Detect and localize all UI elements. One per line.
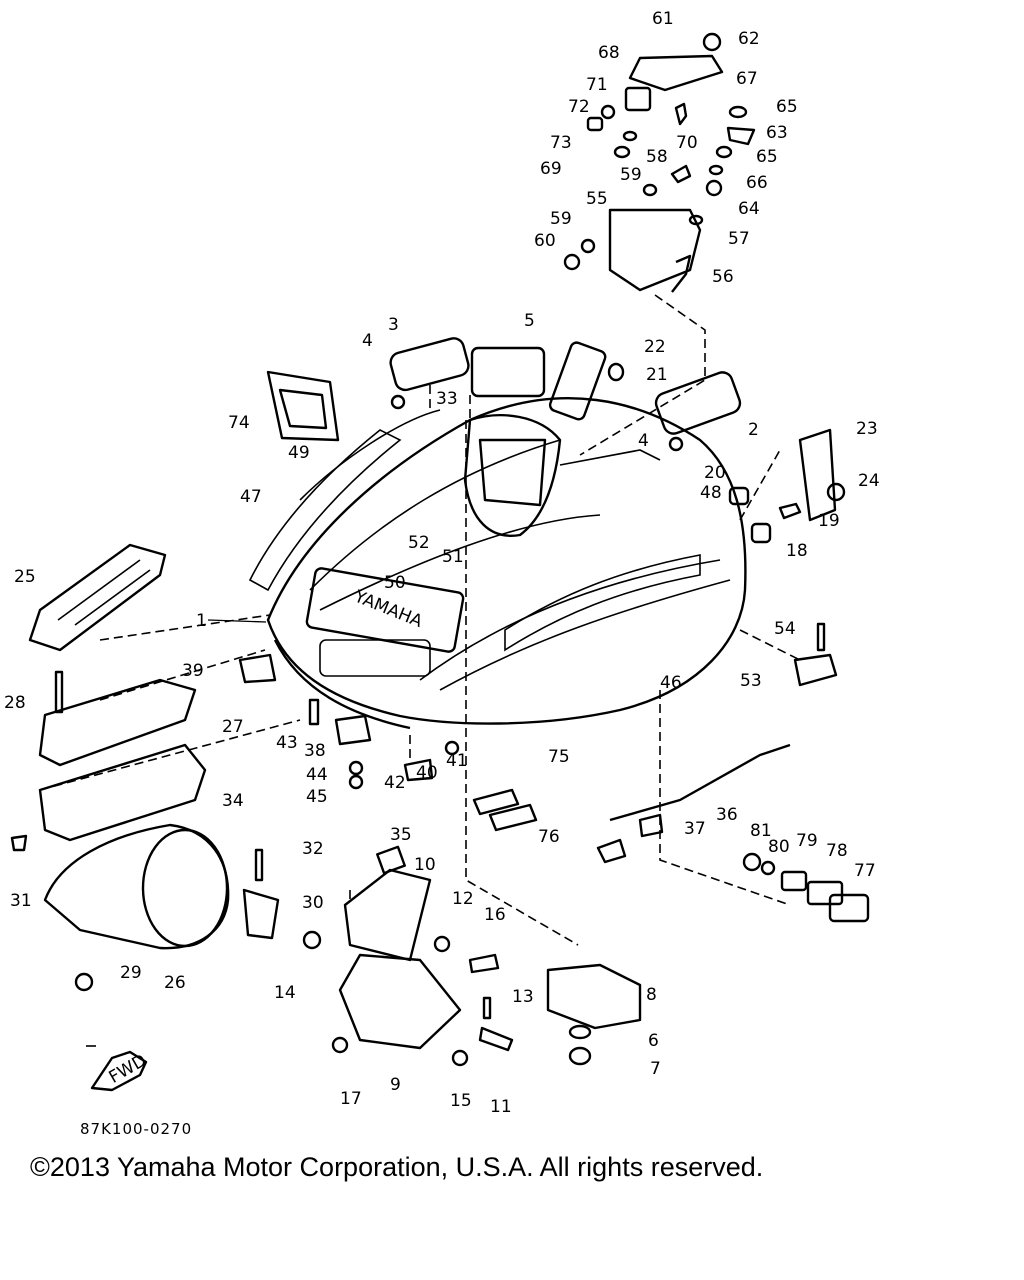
- callout-4b: 4: [638, 431, 649, 451]
- callout-58: 58: [646, 147, 668, 167]
- drawing-code: 87K100-0270: [80, 1120, 193, 1138]
- callout-33: 33: [436, 389, 458, 409]
- callout-61: 61: [652, 9, 674, 29]
- callout-13: 13: [512, 987, 534, 1007]
- callout-73: 73: [550, 133, 572, 153]
- callout-72: 72: [568, 97, 590, 117]
- callout-38: 38: [304, 741, 326, 761]
- callout-7: 7: [650, 1059, 661, 1079]
- callout-46: 46: [660, 673, 682, 693]
- callout-40: 40: [416, 763, 438, 783]
- callout-34: 34: [222, 791, 244, 811]
- callout-65: 65: [776, 97, 798, 117]
- callout-9: 9: [390, 1075, 401, 1095]
- callout-80: 80: [768, 837, 790, 857]
- callout-68: 68: [598, 43, 620, 63]
- callout-36: 36: [716, 805, 738, 825]
- callout-15: 15: [450, 1091, 472, 1111]
- callout-63: 63: [766, 123, 788, 143]
- callout-45: 45: [306, 787, 328, 807]
- callout-12: 12: [452, 889, 474, 909]
- callout-23: 23: [856, 419, 878, 439]
- callout-57: 57: [728, 229, 750, 249]
- upper-parts: [266, 337, 846, 544]
- copyright-notice: ©2013 Yamaha Motor Corporation, U.S.A. A…: [30, 1152, 764, 1182]
- callout-16: 16: [484, 905, 506, 925]
- callout-76: 76: [538, 827, 560, 847]
- callout-22: 22: [644, 337, 666, 357]
- right-lower-parts: [472, 622, 870, 1066]
- callout-labels: 1 2 3 4 4 5 6 7 8 9 10 11 12 13 14 15 16…: [4, 9, 880, 1117]
- callout-78: 78: [826, 841, 848, 861]
- callout-51: 51: [442, 547, 464, 567]
- callout-28: 28: [4, 693, 26, 713]
- callout-14: 14: [274, 983, 296, 1003]
- callout-26: 26: [164, 973, 186, 993]
- callout-29: 29: [120, 963, 142, 983]
- callout-47: 47: [240, 487, 262, 507]
- callout-53: 53: [740, 671, 762, 691]
- lower-parts: [302, 420, 579, 1067]
- callout-19: 19: [818, 511, 840, 531]
- callout-5: 5: [524, 311, 535, 331]
- callout-24: 24: [858, 471, 880, 491]
- callout-31: 31: [10, 891, 32, 911]
- callout-37: 37: [684, 819, 706, 839]
- callout-77: 77: [854, 861, 876, 881]
- callout-54: 54: [774, 619, 796, 639]
- callout-55: 55: [586, 189, 608, 209]
- callout-81: 81: [750, 821, 772, 841]
- callout-64: 64: [738, 199, 760, 219]
- callout-39: 39: [182, 661, 204, 681]
- callout-4: 4: [362, 331, 373, 351]
- callout-8: 8: [646, 985, 657, 1005]
- callout-21: 21: [646, 365, 668, 385]
- callout-79: 79: [796, 831, 818, 851]
- hood-brand-label: YAMAHA: [351, 586, 426, 632]
- callout-32: 32: [302, 839, 324, 859]
- fwd-arrow: FWD: [86, 1045, 150, 1092]
- callout-49: 49: [288, 443, 310, 463]
- callout-27: 27: [222, 717, 244, 737]
- callout-56: 56: [712, 267, 734, 287]
- callout-18: 18: [786, 541, 808, 561]
- callout-60: 60: [534, 231, 556, 251]
- callout-20: 20: [704, 463, 726, 483]
- callout-30: 30: [302, 893, 324, 913]
- left-side-parts: [10, 543, 320, 992]
- callout-66: 66: [746, 173, 768, 193]
- callout-2: 2: [748, 420, 759, 440]
- callout-50: 50: [384, 573, 406, 593]
- callout-74: 74: [228, 413, 250, 433]
- callout-44: 44: [306, 765, 328, 785]
- callout-25: 25: [14, 567, 36, 587]
- callout-52: 52: [408, 533, 430, 553]
- callout-69: 69: [540, 159, 562, 179]
- callout-59: 59: [620, 165, 642, 185]
- callout-75: 75: [548, 747, 570, 767]
- callout-6: 6: [648, 1031, 659, 1051]
- callout-62: 62: [738, 29, 760, 49]
- meter-assembly: [563, 32, 756, 456]
- callout-3: 3: [388, 315, 399, 335]
- callout-17: 17: [340, 1089, 362, 1109]
- callout-42: 42: [384, 773, 406, 793]
- callout-70: 70: [676, 133, 698, 153]
- callout-41: 41: [446, 751, 468, 771]
- callout-43: 43: [276, 733, 298, 753]
- callout-65b: 65: [756, 147, 778, 167]
- callout-35: 35: [390, 825, 412, 845]
- callout-67: 67: [736, 69, 758, 89]
- callout-11: 11: [490, 1097, 512, 1117]
- svg-text:YAMAHA: YAMAHA: [351, 586, 426, 632]
- callout-71: 71: [586, 75, 608, 95]
- callout-1: 1: [196, 611, 207, 631]
- callout-10: 10: [414, 855, 436, 875]
- callout-48: 48: [700, 483, 722, 503]
- callout-59b: 59: [550, 209, 572, 229]
